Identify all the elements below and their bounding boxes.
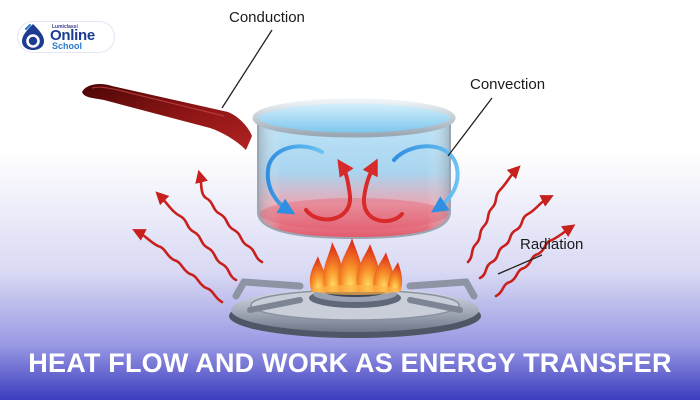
- convection-arrow-red-left: [304, 159, 354, 222]
- convection-arrow-blue-right: [392, 144, 460, 213]
- radiation-arrow-left-2: [155, 191, 238, 282]
- label-leader-lines: [221, 29, 543, 275]
- logo-tagline: Lumiclassi: [52, 24, 78, 30]
- convection-arrow-red-right: [361, 158, 404, 223]
- radiation-leader-line: [497, 254, 543, 275]
- pot-rim: [252, 98, 456, 138]
- radiation-arrow-right-1: [466, 165, 521, 264]
- logo-badge-icon: [22, 24, 44, 50]
- logo-subname: School: [52, 41, 83, 51]
- radiation-arrow-left-1: [195, 169, 264, 264]
- banner-title: HEAT FLOW AND WORK AS ENERGY TRANSFER: [28, 347, 672, 378]
- convection-arrow-blue-left: [265, 144, 324, 215]
- logo-name: Online: [50, 27, 95, 44]
- pan-handle: [82, 84, 252, 150]
- convection-arrows: [265, 144, 460, 223]
- radiation-arrow-left-3: [132, 229, 224, 304]
- title-banner: HEAT FLOW AND WORK AS ENERGY TRANSFER: [0, 337, 700, 389]
- water-surface: [258, 103, 450, 133]
- radiation-arrow-right-2: [478, 195, 554, 280]
- conduction-leader-line: [221, 29, 273, 109]
- convection-label: Convection: [470, 76, 546, 93]
- cooking-pot: [252, 98, 456, 240]
- convection-leader-line: [447, 97, 493, 157]
- online-school-logo: Lumiclassi Online School: [18, 22, 114, 52]
- burner-flames: [309, 238, 403, 295]
- conduction-label: Conduction: [229, 9, 305, 26]
- radiation-label: Radiation: [520, 236, 584, 253]
